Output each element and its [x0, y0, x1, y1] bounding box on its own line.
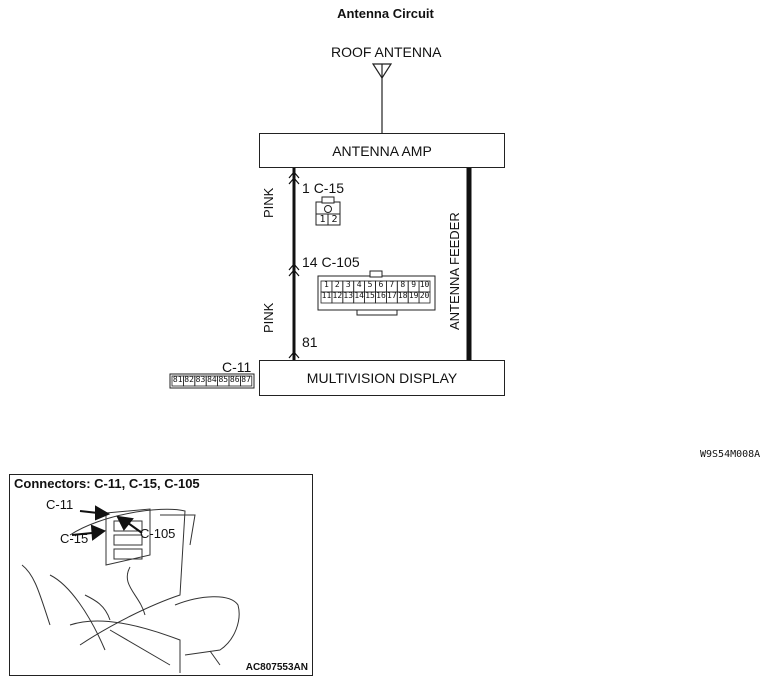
c11-connector-arrow-icon	[288, 351, 300, 359]
c105-pin-cell	[418, 291, 431, 304]
c105-pin: 11	[321, 291, 332, 300]
multivision-display-box: MULTIVISION DISPLAY	[259, 360, 505, 396]
c11-pin: 86	[229, 375, 240, 384]
c105-pin: 12	[332, 291, 343, 300]
antenna-feeder-label: ANTENNA FEEDER	[447, 212, 462, 330]
c105-pin: 13	[343, 291, 354, 300]
diagram-title: Antenna Circuit	[337, 6, 434, 21]
multivision-display-label: MULTIVISION DISPLAY	[306, 370, 458, 386]
c105-pin: 10	[419, 280, 430, 289]
c15-pin-label: 1 C-15	[302, 180, 344, 196]
c11-connector-id: C-11	[222, 359, 252, 375]
c105-pin: 5	[367, 280, 373, 289]
c11-pin: 82	[184, 375, 194, 384]
c105-pin: 19	[408, 291, 419, 300]
callout-c11: C-11	[46, 497, 74, 512]
c15-connector-face	[315, 196, 341, 226]
c15-connector-arrow-icon	[288, 171, 300, 185]
c105-pin: 6	[378, 280, 384, 289]
c105-pin: 1	[324, 280, 329, 289]
dashboard-illustration	[21, 505, 240, 673]
figure-code: W9S54M008A	[700, 449, 761, 460]
c11-pin-cell	[239, 375, 253, 387]
connectors-panel: Connectors: C-11, C-15, C-105	[9, 474, 313, 676]
c105-pin: 20	[419, 291, 430, 300]
c105-pin-label: 14 C-105	[302, 254, 360, 270]
c105-pin: 7	[389, 280, 395, 289]
c15-pin-1: 1	[319, 214, 326, 225]
c11-pin: 87	[241, 375, 251, 384]
c105-pin: 4	[356, 280, 362, 289]
c11-connector-face	[169, 373, 255, 389]
c105-pin: 15	[365, 291, 375, 300]
c11-pin: 84	[207, 375, 217, 384]
c11-pin: 85	[218, 375, 229, 384]
c105-pin: 18	[397, 291, 408, 300]
callout-c15: C-15	[60, 531, 89, 546]
connectors-panel-title: Connectors: C-11, C-15, C-105	[14, 476, 200, 491]
c105-pin: 8	[400, 280, 406, 289]
c15-pin-2: 2	[331, 214, 338, 225]
c105-pin-number: 14	[302, 254, 318, 270]
c11-pin: 83	[195, 375, 206, 384]
c105-pin: 9	[411, 280, 417, 289]
wire-color-lower: PINK	[261, 302, 276, 333]
antenna-symbol-icon	[371, 63, 393, 133]
roof-antenna-label: ROOF ANTENNA	[331, 44, 442, 60]
c15-connector-id: C-15	[313, 180, 345, 196]
c105-pin: 14	[354, 291, 364, 300]
c15-pin-number: 1	[302, 180, 310, 196]
c105-connector-face	[317, 270, 436, 316]
callout-c105: C-105	[140, 526, 176, 541]
c105-pin: 3	[345, 280, 351, 289]
c11-pin-number: 81	[302, 334, 318, 350]
c105-pin: 2	[334, 280, 340, 289]
c105-pin: 17	[387, 291, 397, 300]
image-code: AC807553AN	[245, 662, 308, 673]
antenna-amp-label: ANTENNA AMP	[332, 142, 432, 159]
antenna-amp-box: ANTENNA AMP	[259, 133, 505, 168]
c105-connector-id: C-105	[321, 254, 360, 270]
wire-color-upper: PINK	[261, 187, 276, 218]
c105-connector-arrow-icon	[288, 263, 300, 277]
c11-pin: 81	[172, 375, 183, 384]
c105-pin: 16	[376, 291, 386, 300]
